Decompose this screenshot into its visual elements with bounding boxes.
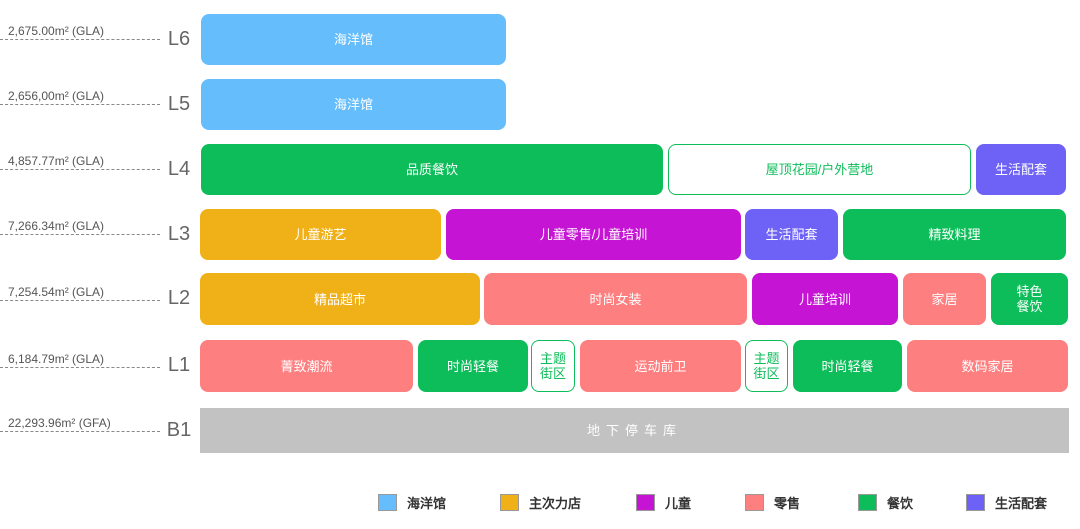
floor-area-label: 7,254.54m² (GLA)	[8, 285, 105, 299]
legend-item-living: 生活配套	[966, 493, 1047, 512]
floor-area-label: 2,675.00m² (GLA)	[8, 24, 105, 38]
zone-block-l2-1: 时尚女装	[484, 273, 747, 325]
zone-block-l5-0: 海洋馆	[201, 79, 506, 130]
zone-block-l1-3: 运动前卫	[580, 340, 741, 392]
zone-block-l2-2: 儿童培训	[752, 273, 898, 325]
legend-item-retail: 零售	[745, 493, 800, 512]
zone-block-l1-0: 菁致潮流	[200, 340, 413, 392]
zone-block-l1-4: 主题街区	[745, 340, 788, 392]
floor-area-label: 2,656,00m² (GLA)	[8, 89, 105, 103]
legend-label: 零售	[774, 496, 801, 511]
zone-block-l3-3: 精致料理	[843, 209, 1066, 260]
level-label-l5: L5	[167, 92, 191, 115]
floor-area-label: 6,184.79m² (GLA)	[8, 352, 105, 366]
legend-swatch	[378, 494, 397, 511]
floor-area-b1: 22,293.96m² (GFA)	[0, 416, 160, 432]
floor-area-l3: 7,266.34m² (GLA)	[0, 219, 160, 235]
floor-area-l6: 2,675.00m² (GLA)	[0, 24, 160, 40]
level-label-l6: L6	[167, 27, 191, 50]
legend-label: 海洋馆	[407, 496, 447, 511]
legend-label: 餐饮	[887, 496, 914, 511]
floor-area-label: 4,857.77m² (GLA)	[8, 154, 105, 168]
zone-block-l3-2: 生活配套	[745, 209, 838, 260]
floor-area-l1: 6,184.79m² (GLA)	[0, 352, 160, 368]
floor-area-l4: 4,857.77m² (GLA)	[0, 154, 160, 170]
legend-swatch	[858, 494, 877, 511]
zone-block-l2-4: 特色餐饮	[991, 273, 1068, 325]
level-label-l3: L3	[167, 222, 191, 245]
floor-area-label: 7,266.34m² (GLA)	[8, 219, 105, 233]
level-label-l2: L2	[167, 287, 191, 309]
zone-block-l2-3: 家居	[903, 273, 986, 325]
zone-block-l4-0: 品质餐饮	[201, 144, 663, 195]
zone-block-l6-0: 海洋馆	[201, 14, 506, 65]
zone-block-l1-6: 数码家居	[907, 340, 1068, 392]
floor-area-label: 22,293.96m² (GFA)	[8, 416, 111, 430]
zone-block-l4-2: 生活配套	[976, 144, 1066, 195]
legend-label: 儿童	[665, 496, 692, 511]
legend-swatch	[745, 494, 764, 511]
legend-label: 主次力店	[529, 496, 582, 511]
legend-item-anchor: 主次力店	[500, 493, 581, 512]
legend-item-food: 餐饮	[858, 493, 913, 512]
level-label-l1: L1	[167, 354, 191, 376]
zone-block-l1-5: 时尚轻餐	[793, 340, 902, 392]
floor-area-l5: 2,656,00m² (GLA)	[0, 89, 160, 105]
legend-item-kids: 儿童	[636, 493, 691, 512]
zone-block-l1-2: 主题街区	[531, 340, 575, 392]
floor-area-l2: 7,254.54m² (GLA)	[0, 285, 160, 301]
zone-block-l2-0: 精品超市	[200, 273, 480, 325]
zone-block-l3-0: 儿童游艺	[200, 209, 441, 260]
legend-item-ocean: 海洋馆	[378, 493, 446, 512]
zone-block-l4-1: 屋顶花园/户外营地	[668, 144, 971, 195]
level-label-l4: L4	[167, 157, 191, 180]
legend-swatch	[500, 494, 519, 511]
legend-swatch	[966, 494, 985, 511]
legend-swatch	[636, 494, 655, 511]
zone-block-l1-1: 时尚轻餐	[418, 340, 528, 392]
zone-block-b1-0: 地下停车库	[200, 408, 1069, 453]
zone-block-l3-1: 儿童零售/儿童培训	[446, 209, 741, 260]
level-label-b1: B1	[166, 418, 192, 441]
legend-label: 生活配套	[995, 496, 1048, 511]
